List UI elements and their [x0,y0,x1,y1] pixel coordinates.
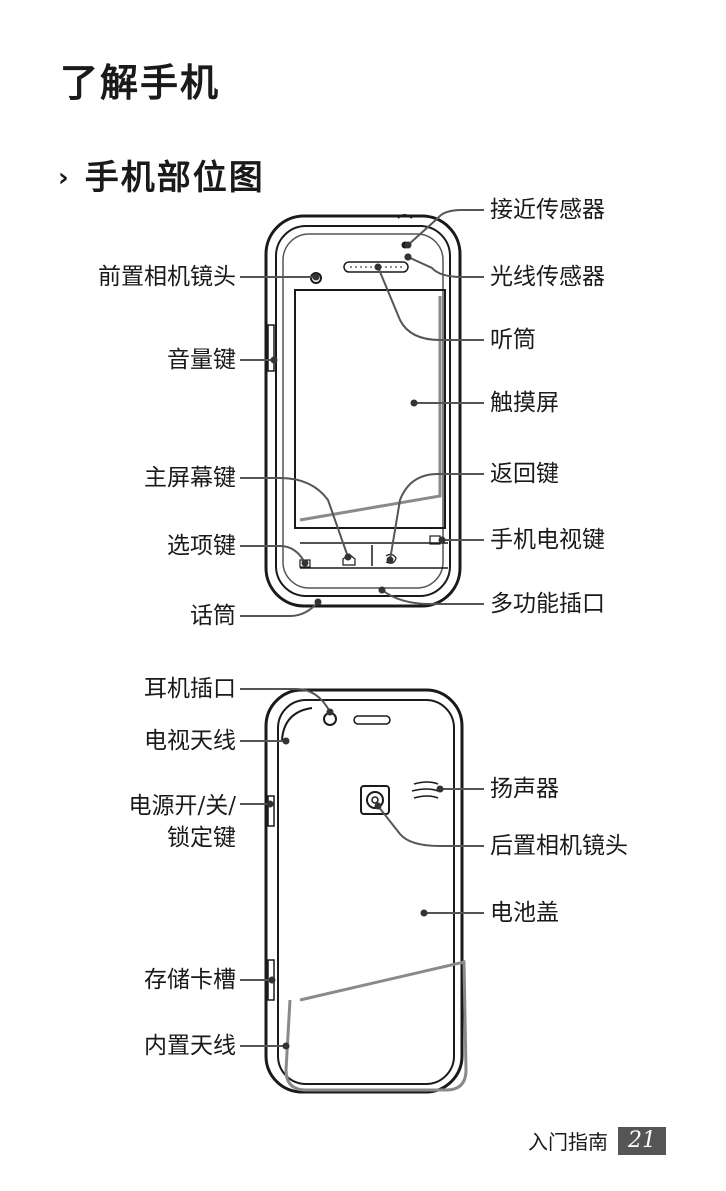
label-power-key-line1: 电源开/关/ [128,793,237,819]
footer-section-name: 入门指南 [528,1130,608,1154]
page-footer: 入门指南 21 [528,1126,666,1155]
rear-camera-housing [360,785,390,815]
label-battery-cover: 电池盖 [490,900,559,926]
label-back-key: 返回键 [490,461,559,487]
label-volume-key: 音量键 [167,347,236,373]
front-screen [294,289,446,529]
label-tv-key: 手机电视键 [490,527,605,553]
label-front-camera: 前置相机镜头 [98,264,236,290]
earpiece-grille [343,261,409,273]
label-internal-antenna: 内置天线 [144,1033,236,1059]
label-memory-card-slot: 存储卡槽 [144,967,236,993]
section-title: › 手机部位图 [58,150,265,199]
home-key-icon [342,553,356,566]
label-home-key: 主屏幕键 [144,465,236,491]
label-tv-antenna: 电视天线 [144,728,236,754]
label-earpiece: 听筒 [490,327,536,353]
speaker-grille [411,781,439,799]
label-speaker: 扬声器 [490,776,559,802]
power-key [267,795,275,827]
label-light-sensor: 光线传感器 [490,264,605,290]
page-title: 了解手机 [60,61,221,105]
section-title-text: 手机部位图 [84,158,265,198]
label-multifunction-jack: 多功能插口 [490,591,605,617]
label-power-key-line2: 锁定键 [167,825,236,851]
label-touchscreen: 触摸屏 [490,390,559,416]
label-proximity-sensor: 接近传感器 [490,197,605,223]
label-headset-jack: 耳机插口 [144,676,236,702]
rear-camera-lens [366,791,384,809]
back-phone-body [264,688,464,1094]
front-volume-key [267,324,275,372]
page-number: 21 [618,1126,666,1155]
internal-antenna-outline [284,960,468,1092]
label-menu-key: 选项键 [167,533,236,559]
label-rear-camera: 后置相机镜头 [490,833,628,859]
label-power-key: 电源开/关/ 锁定键 [129,790,237,854]
chevron-right-icon: › [58,163,71,193]
label-microphone: 话筒 [190,603,236,629]
front-phone-body [264,214,462,608]
